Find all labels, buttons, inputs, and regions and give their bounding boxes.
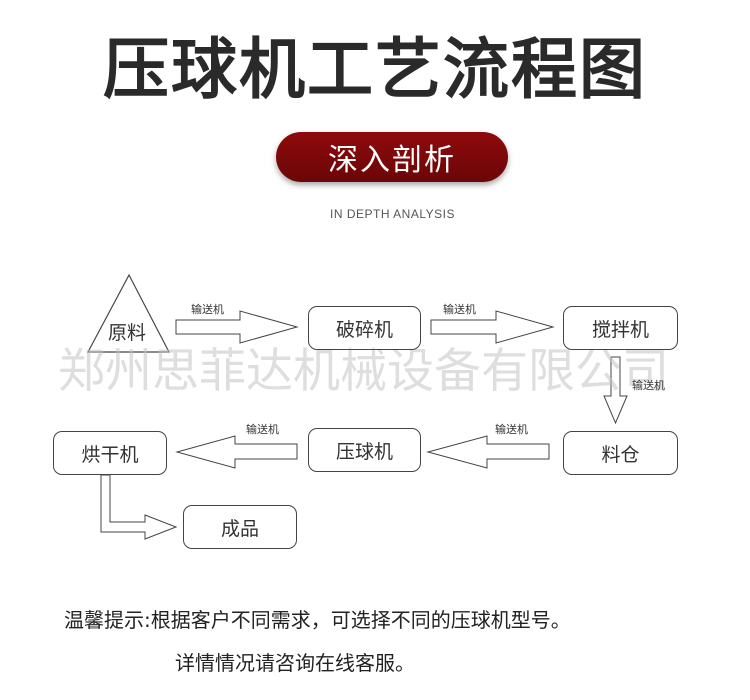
- conveyor-label-1: 输送机: [191, 303, 224, 316]
- product-box: 成品: [183, 505, 297, 549]
- arrow-mixer-to-bin: [603, 356, 628, 425]
- raw-material-triangle: [87, 273, 170, 353]
- bin-box: 料仓: [563, 431, 678, 475]
- crusher-label: 破碎机: [335, 318, 393, 341]
- mixer-box: 搅拌机: [563, 306, 678, 350]
- arrow-press-to-dryer: [175, 435, 298, 469]
- dryer-label: 烘干机: [81, 443, 139, 466]
- conveyor-label-5: 输送机: [246, 423, 279, 436]
- page-title: 压球机工艺流程图: [103, 30, 647, 108]
- press-label: 压球机: [335, 440, 393, 463]
- arrow-dryer-to-product: [100, 474, 178, 540]
- conveyor-label-4: 输送机: [495, 423, 528, 436]
- conveyor-label-2: 输送机: [443, 303, 476, 316]
- product-label: 成品: [220, 517, 259, 540]
- section-subtitle: IN DEPTH ANALYSIS: [330, 207, 455, 221]
- arrow-bin-to-press: [426, 435, 550, 469]
- arrow-crusher-to-mixer: [430, 310, 555, 344]
- raw-material-label: 原料: [108, 322, 147, 344]
- crusher-box: 破碎机: [308, 306, 421, 350]
- contact-note: 详情情况请咨询在线客服。: [175, 651, 415, 675]
- arrow-raw-to-crusher: [175, 310, 299, 344]
- section-badge: 深入剖析: [276, 132, 508, 182]
- conveyor-label-3: 输送机: [632, 379, 665, 392]
- bin-label: 料仓: [601, 443, 640, 466]
- mixer-label: 搅拌机: [591, 318, 649, 341]
- tip-note: 温馨提示:根据客户不同需求，可选择不同的压球机型号。: [64, 608, 571, 632]
- dryer-box: 烘干机: [53, 431, 167, 475]
- press-box: 压球机: [308, 428, 421, 472]
- section-badge-label: 深入剖析: [328, 143, 456, 178]
